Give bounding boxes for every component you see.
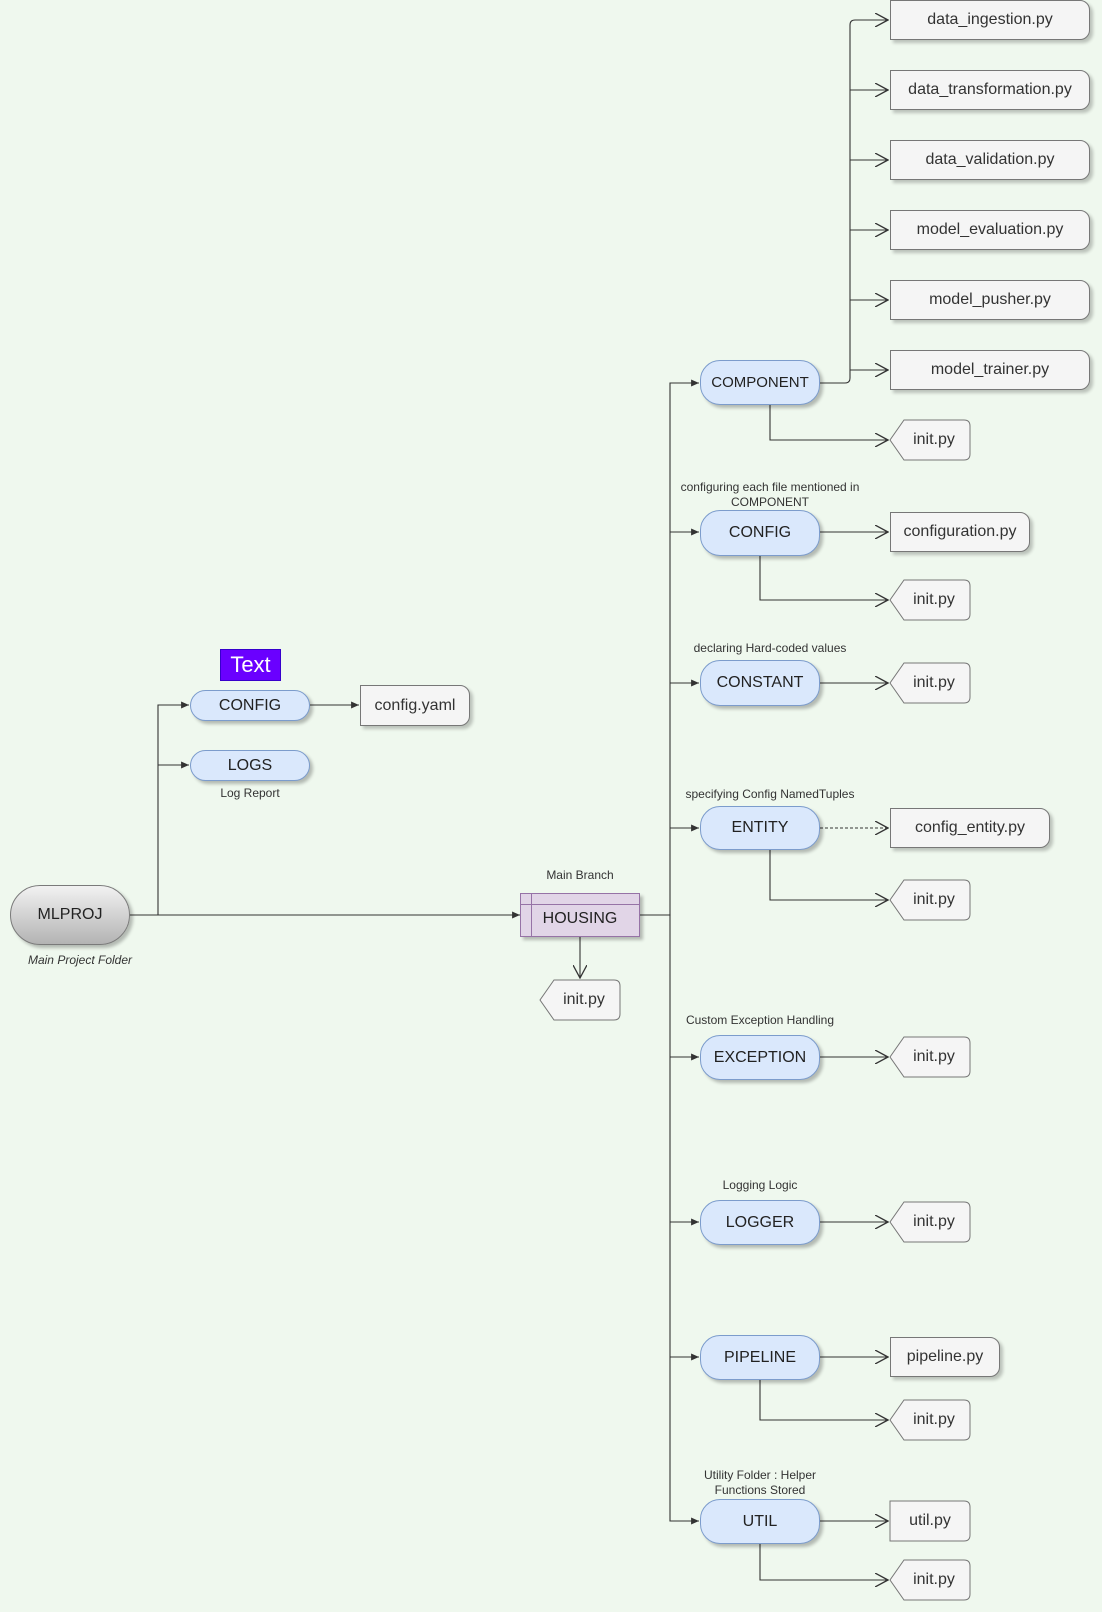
root-node-mlproj[interactable]: MLPROJ (10, 885, 130, 945)
housing-node[interactable]: HOUSING (520, 893, 640, 937)
component-file-5[interactable]: model_trainer.py (890, 350, 1090, 390)
exception-folder-node[interactable]: EXCEPTION (700, 1035, 820, 1080)
logs-folder-node[interactable]: LOGS (190, 750, 310, 781)
config-yaml-file-node[interactable]: config.yaml (360, 685, 470, 726)
config-caption: configuring each file mentioned in COMPO… (680, 480, 860, 509)
root-node-label: MLPROJ (37, 906, 103, 923)
housing-init-node[interactable]: init.py (539, 979, 621, 1021)
logs-caption: Log Report (220, 786, 280, 800)
exception-caption: Custom Exception Handling (685, 1013, 835, 1027)
pipeline-file-node[interactable]: pipeline.py (890, 1337, 1000, 1377)
config-folder-label: CONFIG (218, 696, 282, 714)
logs-label: LOGS (227, 756, 273, 774)
housing-caption: Main Branch (546, 868, 614, 882)
component-init-node[interactable]: init.py (889, 419, 971, 461)
entity-caption: specifying Config NamedTuples (685, 787, 855, 801)
config-entity-file-node[interactable]: config_entity.py (890, 808, 1050, 848)
component-folder-node[interactable]: COMPONENT (700, 360, 820, 405)
config-yaml-folder-node[interactable]: CONFIG (190, 690, 310, 721)
exception-init-node[interactable]: init.py (889, 1036, 971, 1078)
constant-folder-node[interactable]: CONSTANT (700, 660, 820, 706)
component-file-1[interactable]: data_transformation.py (890, 70, 1090, 110)
constant-init-node[interactable]: init.py (889, 662, 971, 704)
housing-label: HOUSING (542, 910, 618, 927)
util-init-node[interactable]: init.py (889, 1559, 971, 1601)
housing-init-label: init.py (563, 991, 605, 1008)
text-badge: Text (220, 649, 281, 681)
logger-caption: Logging Logic (722, 1178, 798, 1192)
logger-folder-node[interactable]: LOGGER (700, 1200, 820, 1245)
component-file-0[interactable]: data_ingestion.py (890, 0, 1090, 40)
component-file-4[interactable]: model_pusher.py (890, 280, 1090, 320)
config-folder-node[interactable]: CONFIG (700, 510, 820, 556)
config-init-node[interactable]: init.py (889, 579, 971, 621)
util-file-node[interactable]: util.py (889, 1500, 971, 1542)
component-file-2[interactable]: data_validation.py (890, 140, 1090, 180)
constant-caption: declaring Hard-coded values (693, 641, 847, 655)
config-yaml-label: config.yaml (374, 696, 456, 714)
root-caption: Main Project Folder (27, 953, 133, 967)
configuration-file-node[interactable]: configuration.py (890, 512, 1030, 552)
component-file-3[interactable]: model_evaluation.py (890, 210, 1090, 250)
pipeline-init-node[interactable]: init.py (889, 1399, 971, 1441)
util-folder-node[interactable]: UTIL (700, 1499, 820, 1544)
entity-init-node[interactable]: init.py (889, 879, 971, 921)
pipeline-folder-node[interactable]: PIPELINE (700, 1335, 820, 1380)
util-caption: Utility Folder : Helper Functions Stored (703, 1468, 817, 1497)
logger-init-node[interactable]: init.py (889, 1201, 971, 1243)
entity-folder-node[interactable]: ENTITY (700, 806, 820, 850)
